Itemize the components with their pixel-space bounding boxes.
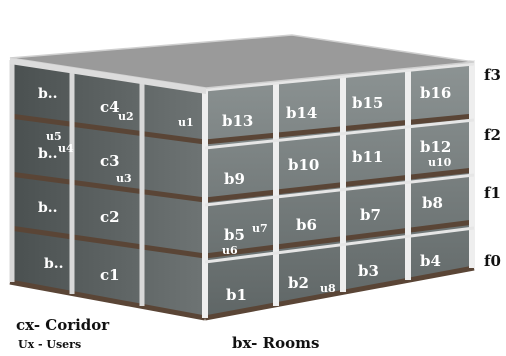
floor-label: f0 <box>484 252 501 270</box>
room-label: b16 <box>420 84 451 102</box>
user-label: u5 <box>46 130 62 143</box>
room-label: b9 <box>224 170 245 188</box>
corridor-label: c2 <box>100 208 120 226</box>
corridor-label: c1 <box>100 266 120 284</box>
room-label: b11 <box>352 148 383 166</box>
legend-rooms: bx- Rooms <box>232 334 320 352</box>
room-label: b3 <box>358 262 379 280</box>
floor-label: f2 <box>484 126 501 144</box>
right-columns <box>202 60 475 318</box>
left-room-label: b.. <box>38 86 58 102</box>
user-label: u2 <box>118 110 134 123</box>
room-label: b1 <box>226 286 247 304</box>
legend-corridor: cx- Coridor <box>16 316 110 334</box>
left-room-label: b.. <box>44 256 64 272</box>
left-columns <box>9 60 145 306</box>
room-label: b10 <box>288 156 319 174</box>
user-label: u10 <box>428 156 452 169</box>
user-label: u4 <box>58 142 74 155</box>
legend-users: Ux - Users <box>18 338 82 351</box>
floor-label: f3 <box>484 66 501 84</box>
roof-edge <box>10 58 206 94</box>
floor-label: f1 <box>484 184 501 202</box>
left-room-label: b.. <box>38 146 58 162</box>
user-label: u6 <box>222 244 238 257</box>
room-label: b12 <box>420 138 451 156</box>
room-label: b7 <box>360 206 381 224</box>
user-label: u8 <box>320 282 336 295</box>
corridor-label: c4 <box>100 98 120 116</box>
right-beams <box>204 62 475 264</box>
room-label: b2 <box>288 274 309 292</box>
room-label: b5 <box>224 226 245 244</box>
user-label: u7 <box>252 222 268 235</box>
left-floor-slabs <box>9 113 206 321</box>
user-label: u1 <box>178 116 194 129</box>
corridor-label: c3 <box>100 152 120 170</box>
room-label: b15 <box>352 94 383 112</box>
left-room-label: b.. <box>38 200 58 216</box>
roof <box>9 34 475 89</box>
room-label: b14 <box>286 104 317 122</box>
room-label: b4 <box>420 252 441 270</box>
room-label: b6 <box>296 216 317 234</box>
user-label: u3 <box>116 172 132 185</box>
right-floor-slabs <box>204 113 475 321</box>
room-label: b13 <box>222 112 253 130</box>
room-label: b8 <box>422 194 443 212</box>
